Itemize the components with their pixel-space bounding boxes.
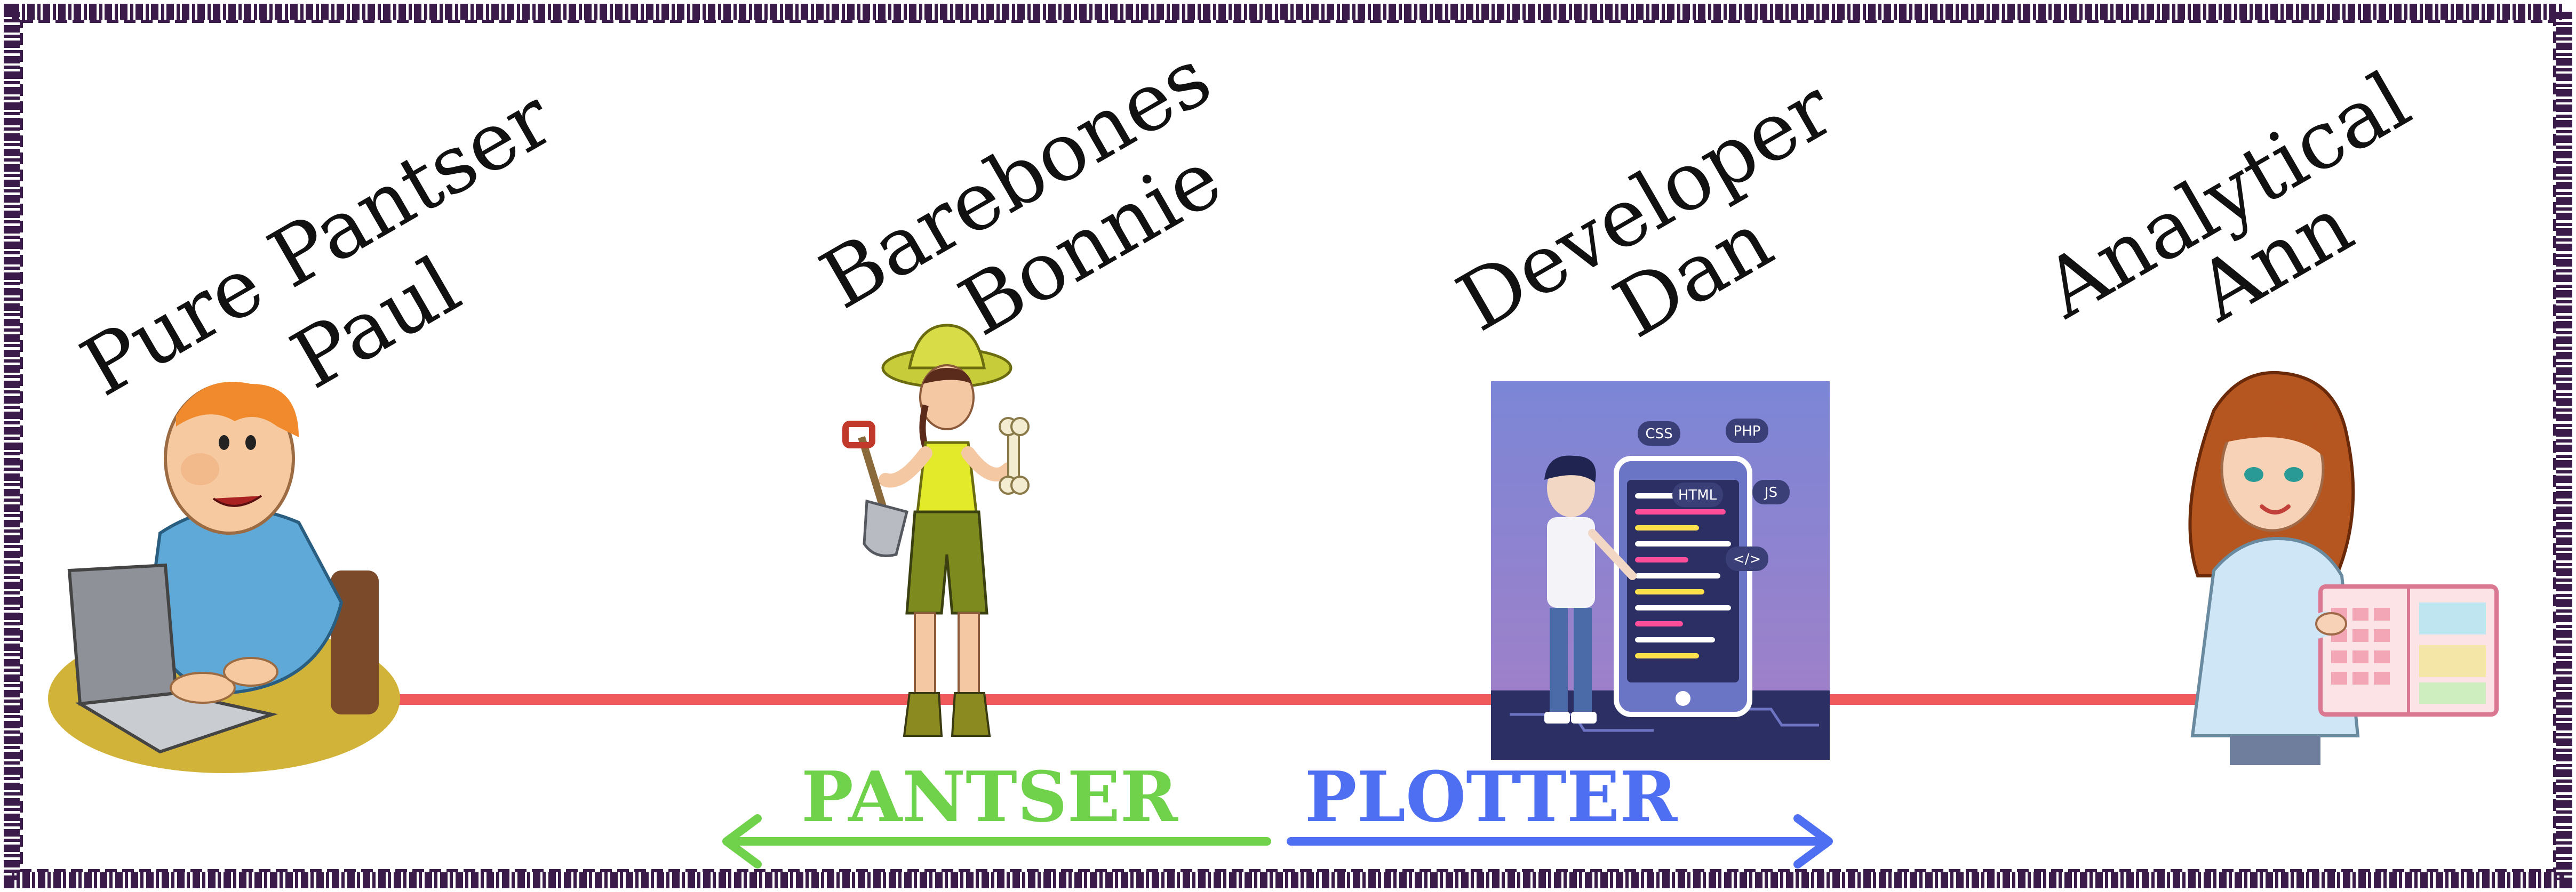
plotter-direction: PLOTTER — [1287, 756, 1833, 869]
plotter-label: PLOTTER — [1305, 756, 1678, 838]
plotter-arrow-right-icon — [1287, 814, 1833, 869]
persona-bonnie: Barebones Bonnie — [806, 31, 1237, 737]
svg-text:JS: JS — [1764, 485, 1777, 501]
pantser-direction: PANTSER — [722, 756, 1271, 869]
frame-border — [4, 4, 2572, 888]
woman-presenting-planner-icon — [2188, 371, 2499, 765]
js-tag-icon: JS — [1752, 480, 1790, 504]
svg-text:CSS: CSS — [1645, 426, 1672, 442]
pantser-label: PANTSER — [801, 756, 1178, 838]
php-tag-icon: PHP — [1726, 419, 1768, 443]
man-typing-on-laptop-icon — [48, 382, 400, 773]
svg-text:HTML: HTML — [1678, 487, 1717, 503]
persona-dan: Developer Dan — [1442, 62, 1848, 760]
pantser-arrow-left-icon — [722, 814, 1271, 869]
archaeologist-woman-with-shovel-and-bone-icon — [842, 324, 1030, 737]
persona-ann: Analytical Ann — [2028, 54, 2499, 765]
persona-paul: Pure Pantser Paul — [48, 71, 568, 773]
developer-with-code-screen-icon: CSS PHP HTML JS </> — [1491, 381, 1830, 760]
css-tag-icon: CSS — [1638, 421, 1680, 446]
svg-text:PHP: PHP — [1734, 423, 1761, 439]
code-brackets-tag-icon: </> — [1726, 547, 1768, 571]
html-tag-icon: HTML — [1672, 483, 1723, 507]
svg-text:</>: </> — [1733, 551, 1761, 567]
